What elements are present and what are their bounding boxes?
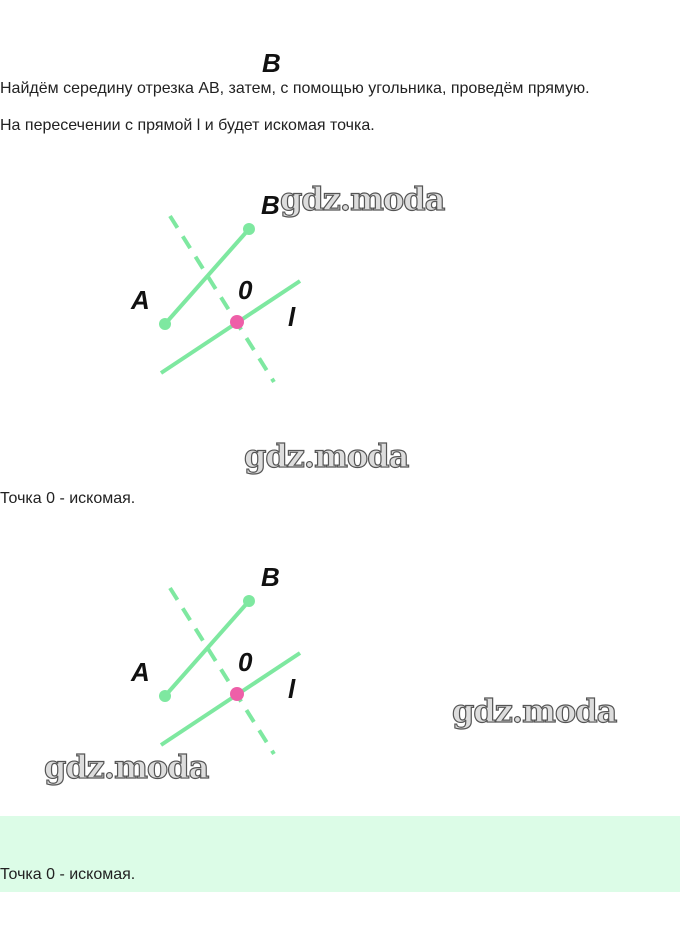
label-l: l: [288, 674, 296, 704]
label-b: B: [261, 190, 280, 220]
label-o: 0: [238, 647, 253, 677]
watermark: gdz.moda: [279, 179, 446, 218]
figure-2: [159, 586, 302, 756]
label-a: A: [131, 285, 150, 315]
label-a: A: [131, 657, 150, 687]
point-a: [159, 318, 171, 330]
point-a: [159, 690, 171, 702]
answer-box: Точка 0 - искомая.: [0, 816, 680, 892]
label-l: l: [288, 302, 296, 332]
figure-1: [159, 214, 302, 384]
point-o: [230, 315, 244, 329]
line-l: [159, 279, 302, 375]
cut-label: B: [262, 48, 281, 78]
instruction-line-1: Найдём середину отрезка АВ, затем, с пом…: [0, 80, 590, 97]
perpendicular-line: [168, 586, 276, 756]
point-b: [243, 595, 255, 607]
segment-ab: [163, 599, 251, 698]
watermark: gdz.moda: [243, 436, 410, 475]
segment-ab: [163, 227, 251, 326]
point-o: [230, 687, 244, 701]
label-o: 0: [238, 275, 253, 305]
watermark: gdz.moda: [451, 691, 618, 730]
perpendicular-line: [168, 214, 276, 384]
result-text: Точка 0 - искомая.: [0, 490, 136, 507]
answer-text: Точка 0 - искомая.: [0, 866, 136, 883]
watermark: gdz.moda: [43, 747, 210, 786]
label-b: B: [261, 562, 280, 592]
line-l: [159, 651, 302, 747]
point-b: [243, 223, 255, 235]
instruction-line-2: На пересечении с прямой l и будет искома…: [0, 117, 375, 134]
